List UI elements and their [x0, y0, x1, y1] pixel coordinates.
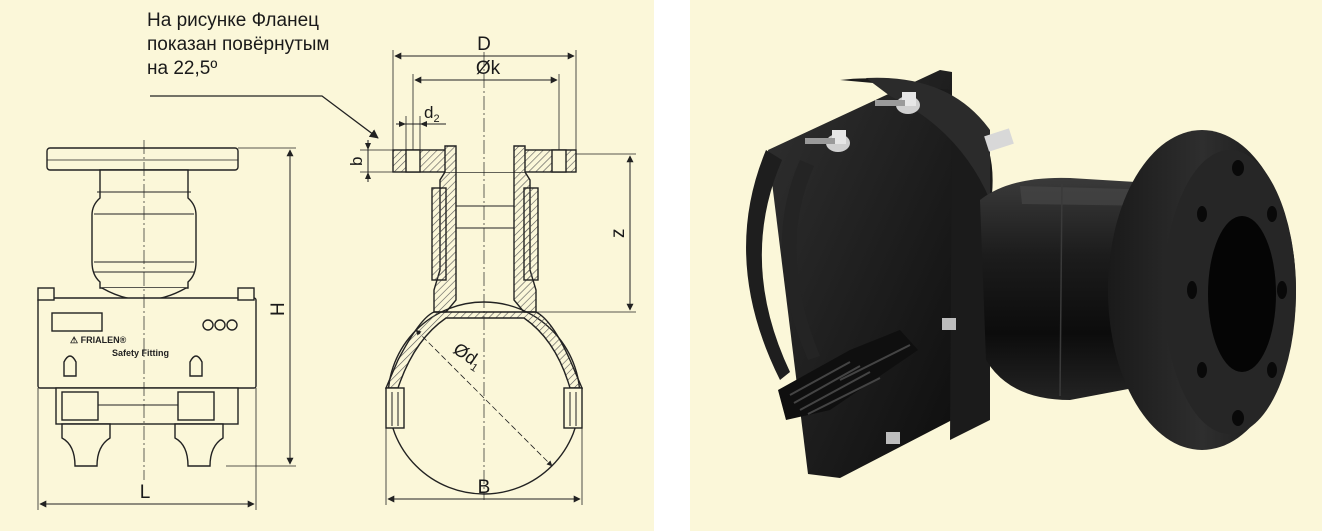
photo-label-sticker: [984, 128, 1014, 152]
photo-saddle-arc: [746, 150, 790, 380]
note-line-3: на 22,5º: [147, 58, 218, 79]
marking-safety: Safety Fitting: [112, 348, 169, 358]
drawing-svg: D Øk d2 b z H L B Ød1 ⚠ FRIALEN® Safety …: [37, 34, 636, 510]
label-k: Øk: [476, 58, 501, 79]
photo-flange-bore: [1208, 216, 1276, 372]
label-b: b: [347, 157, 366, 166]
note-line-2: показан повёрнутым: [147, 34, 330, 55]
note-line-1: На рисунке Фланец: [147, 10, 320, 31]
label-B: B: [478, 477, 491, 498]
note-leader-line: [150, 95, 379, 139]
photo-bolt-4: [886, 432, 900, 444]
product-photo-svg: [746, 70, 1296, 478]
label-H: H: [268, 302, 289, 316]
side-view: [37, 147, 257, 467]
photo-flange-holes: [1187, 160, 1287, 426]
label-z: z: [608, 229, 629, 239]
photo-bolt-1: [805, 130, 850, 152]
side-flange: [46, 147, 239, 171]
dim-d1-line: [415, 329, 553, 467]
photo-bolt-2: [875, 92, 920, 114]
photo-tee-body: [840, 78, 993, 440]
label-d1: Ød1: [448, 339, 486, 375]
side-label-plate: [51, 312, 103, 332]
label-D: D: [477, 34, 491, 55]
marking-brand: ⚠ FRIALEN®: [70, 335, 127, 345]
photo-bolt-3: [942, 318, 956, 330]
section-view: [384, 145, 584, 495]
label-L: L: [140, 482, 151, 503]
technical-drawing-panel: На рисунке Фланец показан повёрнутым на …: [0, 0, 654, 531]
product-photo-panel: [690, 0, 1322, 531]
label-d2: d2: [424, 103, 440, 125]
